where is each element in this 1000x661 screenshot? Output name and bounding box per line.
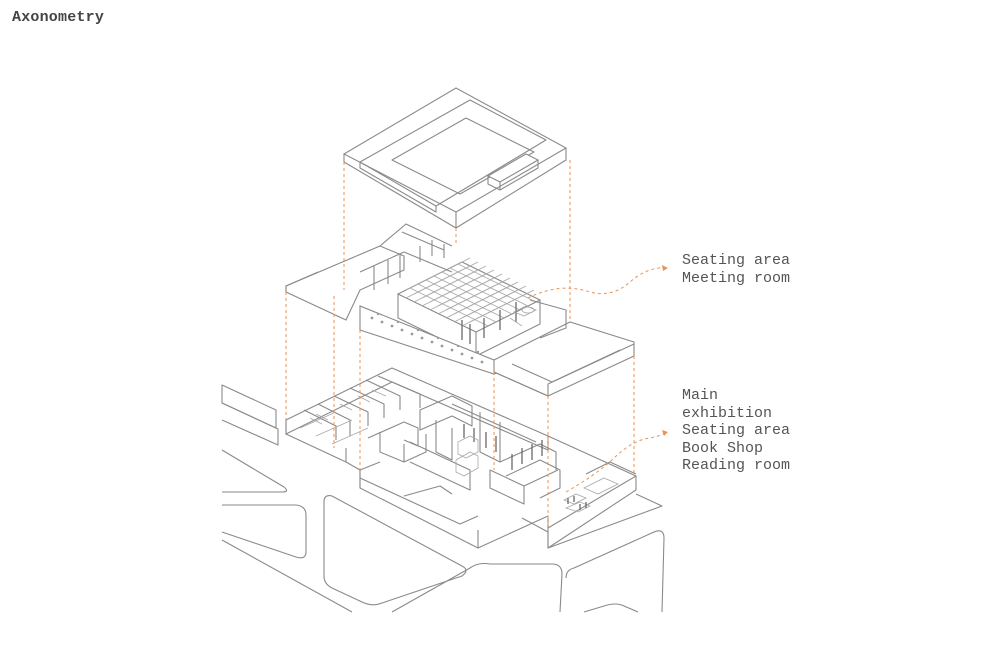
label-meeting-room: Meeting room xyxy=(682,269,791,287)
label-main: Main xyxy=(682,387,719,404)
upper-floor-labels: Seating area Meeting room xyxy=(682,252,790,287)
leader-arrowheads xyxy=(662,265,668,436)
label-book-shop: Book Shop xyxy=(682,439,764,457)
projection-lines xyxy=(285,160,669,528)
drawing-title: Axonometry xyxy=(12,9,105,26)
ground-floor xyxy=(285,367,637,549)
label-seating-area-ground: Seating area xyxy=(682,422,791,439)
label-reading-room: Reading room xyxy=(682,457,791,474)
label-exhibition: exhibition xyxy=(682,404,773,422)
upper-floor xyxy=(285,223,635,397)
roof xyxy=(342,87,568,229)
ground-floor-labels: Main exhibition Seating area Book Shop R… xyxy=(682,387,790,475)
label-seating-area-upper: Seating area xyxy=(682,252,791,269)
